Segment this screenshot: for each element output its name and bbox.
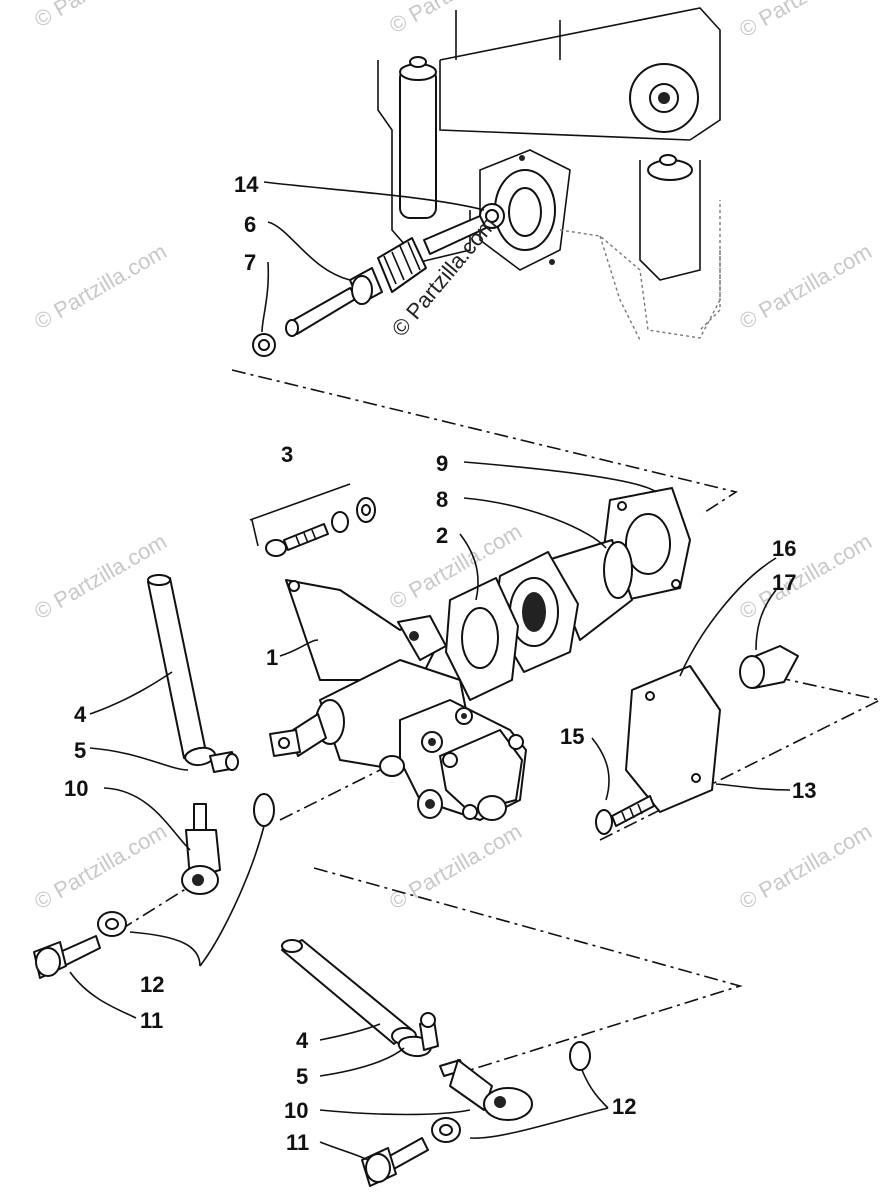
callout-1: 1 [266,645,278,670]
leader-lines [69,181,791,1161]
callout-11-lower: 11 [286,1130,309,1155]
watermark: © Partzilla.com [735,819,876,915]
watermark: © Partzilla.com [735,529,876,625]
callout-7: 7 [244,250,256,275]
callout-15: 15 [560,724,584,749]
callout-9: 9 [436,451,448,476]
watermark: © Partzilla.com [385,819,526,915]
lower-oil-line-set [281,939,591,1187]
oil-pump-assembly [269,487,691,821]
callout-2: 2 [436,523,448,548]
callout-12-upper: 12 [140,972,164,997]
callout-4-lower: 4 [296,1028,309,1053]
callout-6: 6 [244,212,256,237]
watermark: © Partzilla.com [30,239,171,335]
drive-shaft-assembly [252,203,505,357]
callout-16: 16 [772,536,796,561]
callout-3: 3 [281,442,293,467]
engine-case [377,7,721,341]
callout-5-upper: 5 [74,738,86,763]
cover-plate-set [595,645,799,835]
callout-5-lower: 5 [296,1064,308,1089]
callout-4-upper: 4 [74,702,87,727]
callout-10-upper: 10 [64,776,88,801]
watermark: © Partzilla.com [30,0,171,32]
watermark: © Partzilla.com [30,819,171,915]
watermark: © Partzilla.com [735,239,876,335]
watermark: © Partzilla.com [735,0,876,42]
callout-10-lower: 10 [284,1098,308,1123]
callout-8: 8 [436,487,448,512]
callout-14: 14 [234,172,259,197]
alignment-lines [119,369,883,1071]
callout-labels: 1 2 3 4 4 5 5 6 7 8 9 10 10 11 11 12 12 … [64,172,816,1155]
callout-12-lower: 12 [612,1094,636,1119]
callout-11-upper: 11 [140,1008,163,1033]
upper-oil-line-set [33,574,275,979]
callout-13: 13 [792,778,816,803]
callout-17: 17 [772,570,796,595]
bracket-screw-set [249,483,376,557]
